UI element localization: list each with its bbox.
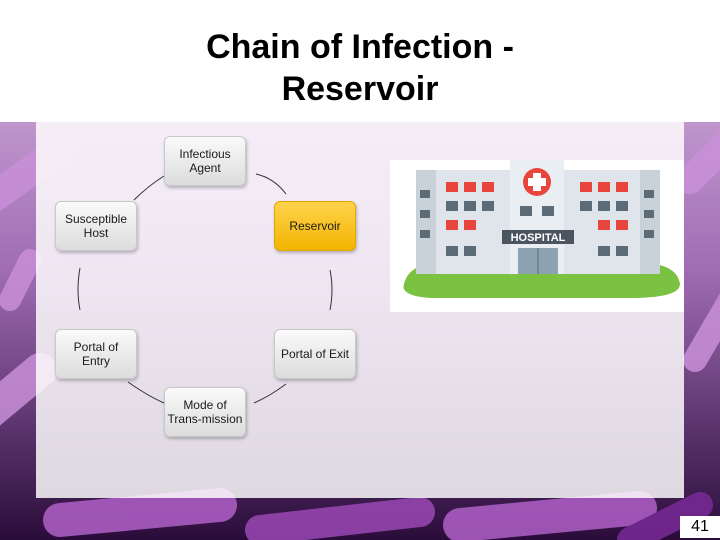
node-susceptible-host: Susceptible Host bbox=[55, 201, 137, 251]
title-band bbox=[0, 0, 720, 122]
node-reservoir: Reservoir bbox=[274, 201, 356, 251]
node-mode-of-transmission: Mode of Trans-mission bbox=[164, 387, 246, 437]
title-line-1: Chain of Infection - bbox=[206, 28, 514, 66]
connector-exit-mode bbox=[253, 383, 287, 404]
slide-title: Chain of Infection - Reservoir bbox=[110, 26, 610, 110]
node-infectious-agent: Infectious Agent bbox=[164, 136, 246, 186]
connector-host-agent bbox=[133, 175, 165, 201]
connector-reservoir-exit bbox=[329, 269, 333, 311]
connector-entry-host bbox=[77, 267, 81, 311]
connector-agent-reservoir bbox=[255, 173, 287, 195]
title-line-2: Reservoir bbox=[281, 70, 439, 108]
hospital-illustration: HOSPITAL bbox=[390, 160, 684, 312]
connector-mode-entry bbox=[127, 381, 165, 404]
node-portal-of-exit: Portal of Exit bbox=[274, 329, 356, 379]
hospital-building-icon: HOSPITAL bbox=[403, 160, 680, 298]
node-portal-of-entry: Portal of Entry bbox=[55, 329, 137, 379]
slide-number: 41 bbox=[680, 516, 720, 538]
hospital-sign: HOSPITAL bbox=[511, 232, 566, 244]
